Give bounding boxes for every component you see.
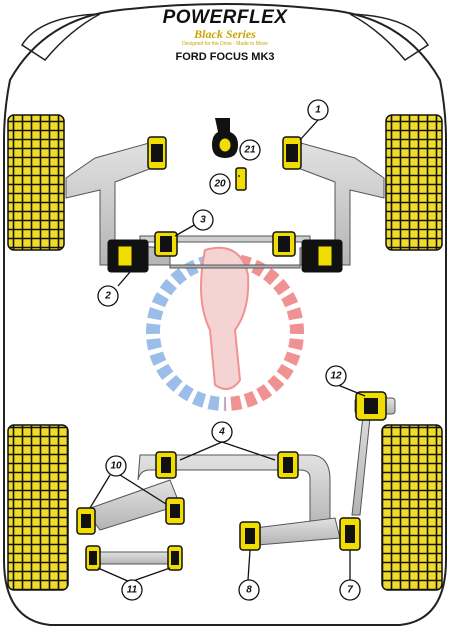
bushing-8: [239, 521, 261, 551]
bushing-7: [339, 517, 361, 551]
callout-1: 1: [307, 99, 329, 121]
headlight-left: [20, 13, 101, 61]
brand-name: POWERFLEX: [162, 7, 288, 28]
bushing-20: [235, 167, 247, 191]
car-body-outline: [3, 3, 447, 626]
bushing-2-left: [107, 239, 149, 273]
callout-2-label: 2: [104, 291, 111, 302]
callout-8: 8: [238, 579, 260, 601]
brand-tagline: Designed for the Drive - Made to Move: [182, 41, 268, 47]
front-subframe: [65, 139, 385, 269]
bushing-3-left: [154, 231, 178, 257]
callout-7-label: 7: [347, 585, 353, 596]
callout-20-label: 20: [213, 179, 226, 190]
bushing-12: [355, 391, 387, 421]
bushing-11-right: [167, 545, 183, 571]
callout-7: 7: [339, 579, 361, 601]
front-left-wheel: [7, 114, 65, 251]
bushing-11-left: [85, 545, 101, 571]
callout-21: 21: [239, 139, 261, 161]
rear-tie-bar: [94, 551, 176, 565]
callout-10: 10: [105, 455, 127, 477]
headlight-right: [349, 13, 430, 61]
bushing-3-right: [272, 231, 296, 257]
bushing-2-right: [301, 239, 343, 273]
vehicle-model-title: FORD FOCUS MK3: [175, 51, 275, 63]
bushing-4-left: [155, 451, 177, 479]
bushing-10-left: [76, 507, 96, 535]
brand-logo: POWERFLEX Black Series Designed for the …: [150, 8, 300, 48]
callout-20: 20: [209, 173, 231, 195]
callout-3: 3: [192, 209, 214, 231]
callout-10-label: 10: [110, 461, 122, 472]
callout-11: 11: [121, 579, 143, 601]
callout-4: 4: [211, 421, 233, 443]
callout-11-label: 11: [127, 585, 138, 596]
front-right-wheel: [385, 114, 443, 251]
callout-12: 12: [325, 365, 347, 387]
callout-8-label: 8: [246, 585, 252, 596]
rear-trailing-link: [254, 517, 341, 546]
callout-4-label: 4: [218, 427, 225, 438]
rear-right-wheel: [381, 424, 443, 591]
brand-series: Black Series: [194, 27, 256, 41]
callout-3-label: 3: [200, 215, 206, 226]
callout-12-label: 12: [330, 371, 342, 382]
watermark-logo: [146, 246, 304, 411]
bushing-1: [282, 136, 302, 170]
callout-1-label: 1: [315, 105, 321, 116]
callout-21-label: 21: [243, 145, 256, 156]
callout-2: 2: [97, 285, 119, 307]
bushing-front-left-upper: [147, 136, 167, 170]
bushing-4-right: [277, 451, 299, 479]
leader-lines: [89, 119, 366, 583]
front-anti-roll-bar: [139, 235, 311, 243]
bushing-10-right: [165, 497, 185, 525]
rear-left-wheel: [7, 424, 69, 591]
engine-mount-21: [212, 118, 238, 158]
